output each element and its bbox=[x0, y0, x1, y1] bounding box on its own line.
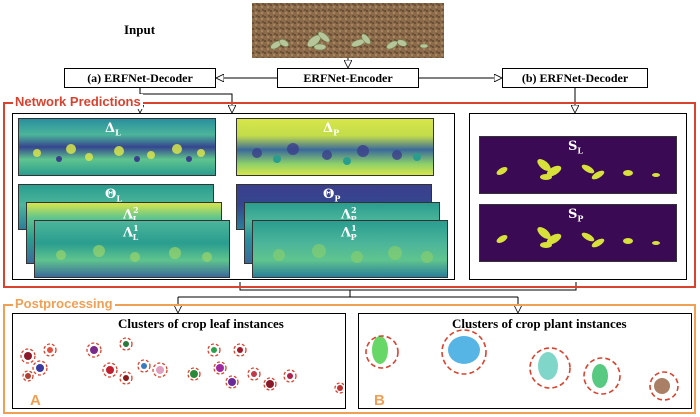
s-l-symbol: SL bbox=[568, 139, 583, 156]
delta-l-map: ΔL bbox=[18, 118, 216, 176]
decoder-a-label: (a) ERFNet-Decoder bbox=[87, 71, 193, 85]
theta-l-symbol: ΘL bbox=[105, 187, 122, 204]
leaf-clusters-panel bbox=[12, 313, 346, 409]
decoder-b-label: (b) ERFNet-Decoder bbox=[521, 71, 629, 85]
network-predictions-frame bbox=[3, 102, 696, 288]
symbol-sub: P bbox=[333, 127, 340, 138]
leaf-clusters-title: Clusters of crop leaf instances bbox=[118, 316, 284, 331]
symbol-sub: L bbox=[132, 231, 139, 242]
lambda1-l-map: Λ1L bbox=[34, 220, 230, 278]
plant-clusters-title: Clusters of crop plant instances bbox=[452, 316, 627, 331]
symbol-sub: L bbox=[115, 127, 121, 138]
corner-a-label: A bbox=[30, 392, 41, 409]
symbol-base: Λ bbox=[341, 207, 352, 223]
s-p-symbol: SP bbox=[568, 207, 583, 224]
symbol-base: Θ bbox=[323, 187, 335, 202]
lambda2-l-symbol: Λ2L bbox=[123, 205, 139, 224]
symbol-base: Δ bbox=[105, 121, 116, 136]
lambda1-p-symbol: Λ1P bbox=[341, 223, 357, 242]
symbol-base: S bbox=[568, 207, 578, 222]
symbol-base: Λ bbox=[123, 225, 134, 241]
decoder-a-box bbox=[64, 68, 216, 88]
encoder-label: ERFNet-Encoder bbox=[303, 71, 393, 85]
symbol-sub: L bbox=[116, 193, 122, 204]
leaf-clusters-plot bbox=[20, 337, 344, 394]
lambda1-p-map: Λ1P bbox=[252, 220, 448, 278]
decoder-b-box bbox=[502, 68, 648, 88]
delta-l-symbol: ΔL bbox=[105, 121, 121, 138]
s-l-map: SL bbox=[479, 136, 677, 194]
lambda1-l-symbol: Λ1L bbox=[123, 223, 139, 242]
plant-clusters-plot bbox=[365, 329, 679, 401]
symbol-base: Δ bbox=[323, 121, 334, 136]
delta-p-symbol: ΔP bbox=[323, 121, 339, 138]
theta-p-symbol: ΘP bbox=[323, 187, 340, 204]
symbol-base: Λ bbox=[123, 207, 134, 223]
encoder-box bbox=[277, 68, 419, 88]
symbol-sup: 2 bbox=[133, 205, 139, 215]
symbol-base: Θ bbox=[105, 187, 117, 202]
input-image bbox=[252, 3, 444, 58]
symbol-sub: P bbox=[577, 213, 584, 224]
postprocessing-frame bbox=[3, 304, 696, 414]
symbol-sub: P bbox=[350, 213, 357, 224]
symbol-sup: 2 bbox=[351, 205, 357, 215]
delta-p-map: ΔP bbox=[236, 118, 434, 176]
postprocessing-title: Postprocessing bbox=[13, 296, 115, 311]
symbol-base: Λ bbox=[341, 225, 352, 241]
symbol-sub: L bbox=[132, 213, 139, 224]
symbol-sub: P bbox=[334, 193, 341, 204]
symbol-sub: P bbox=[350, 231, 357, 242]
symbol-sup: 1 bbox=[351, 223, 357, 233]
network-predictions-title: Network Predictions bbox=[13, 94, 143, 109]
corner-b-label: B bbox=[374, 392, 385, 409]
plant-clusters-panel bbox=[358, 313, 692, 409]
symbol-sup: 1 bbox=[133, 223, 139, 233]
lambda2-p-symbol: Λ2P bbox=[341, 205, 357, 224]
s-p-map: SP bbox=[479, 204, 677, 262]
symbol-sub: L bbox=[577, 145, 584, 156]
input-label: Input bbox=[124, 22, 156, 37]
symbol-base: S bbox=[568, 139, 578, 154]
